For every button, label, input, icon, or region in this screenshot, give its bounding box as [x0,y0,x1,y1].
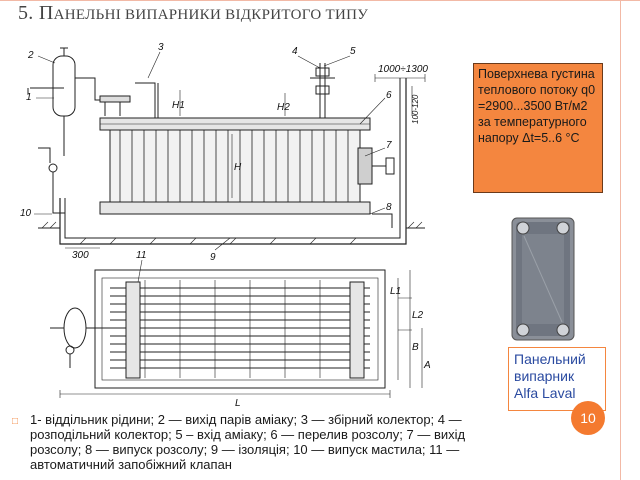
product-caption: Панельний випарник Alfa Laval [508,347,606,411]
dim-l2: L2 [412,310,424,321]
drawing-label-6: 6 [386,90,392,101]
evaporator-technical-drawing: 2 3 4 5 1 6 7 8 9 10 11 1000÷1300 100-12… [20,42,431,409]
dim-b: B [412,342,419,353]
page-number-badge: 10 [571,401,605,435]
drawing-label-3: 3 [158,42,164,53]
dim-1000-1300: 1000÷1300 [378,64,428,75]
slide-border-top [0,0,640,1]
drawing-label-7: 7 [386,140,392,151]
dim-a: A [423,360,431,371]
slide-title: 5. Панельні випарники відкритого типу [18,2,368,25]
hollow-square-bullet-icon: □ [12,416,19,427]
dim-100-120: 100-120 [411,94,420,124]
dim-l1: L1 [390,286,401,297]
legend-text: 1- віддільник рідини; 2 — вихід парів ам… [30,412,466,472]
dim-300: 300 [72,250,89,261]
drawing-label-11: 11 [136,250,146,261]
dim-l: L [235,398,241,409]
dim-h: H [234,162,242,173]
drawing-label-9: 9 [210,252,216,263]
drawing-label-10: 10 [20,208,32,219]
drawing-label-8: 8 [386,202,392,213]
dim-h1: H1 [172,100,185,111]
drawing-label-1: 1 [26,92,32,103]
slide-border-right [620,0,621,480]
title-rest: анельні випарники відкритого типу [53,7,369,23]
drawing-label-5: 5 [350,46,356,57]
heat-flux-callout: Поверхнева густина теплового потоку q0 =… [473,63,603,193]
drawing-label-2: 2 [27,50,34,61]
title-prefix: 5. П [18,2,54,24]
drawing-label-4: 4 [292,46,298,57]
dim-h2: H2 [277,102,290,113]
alfa-laval-evaporator-image [511,217,575,341]
